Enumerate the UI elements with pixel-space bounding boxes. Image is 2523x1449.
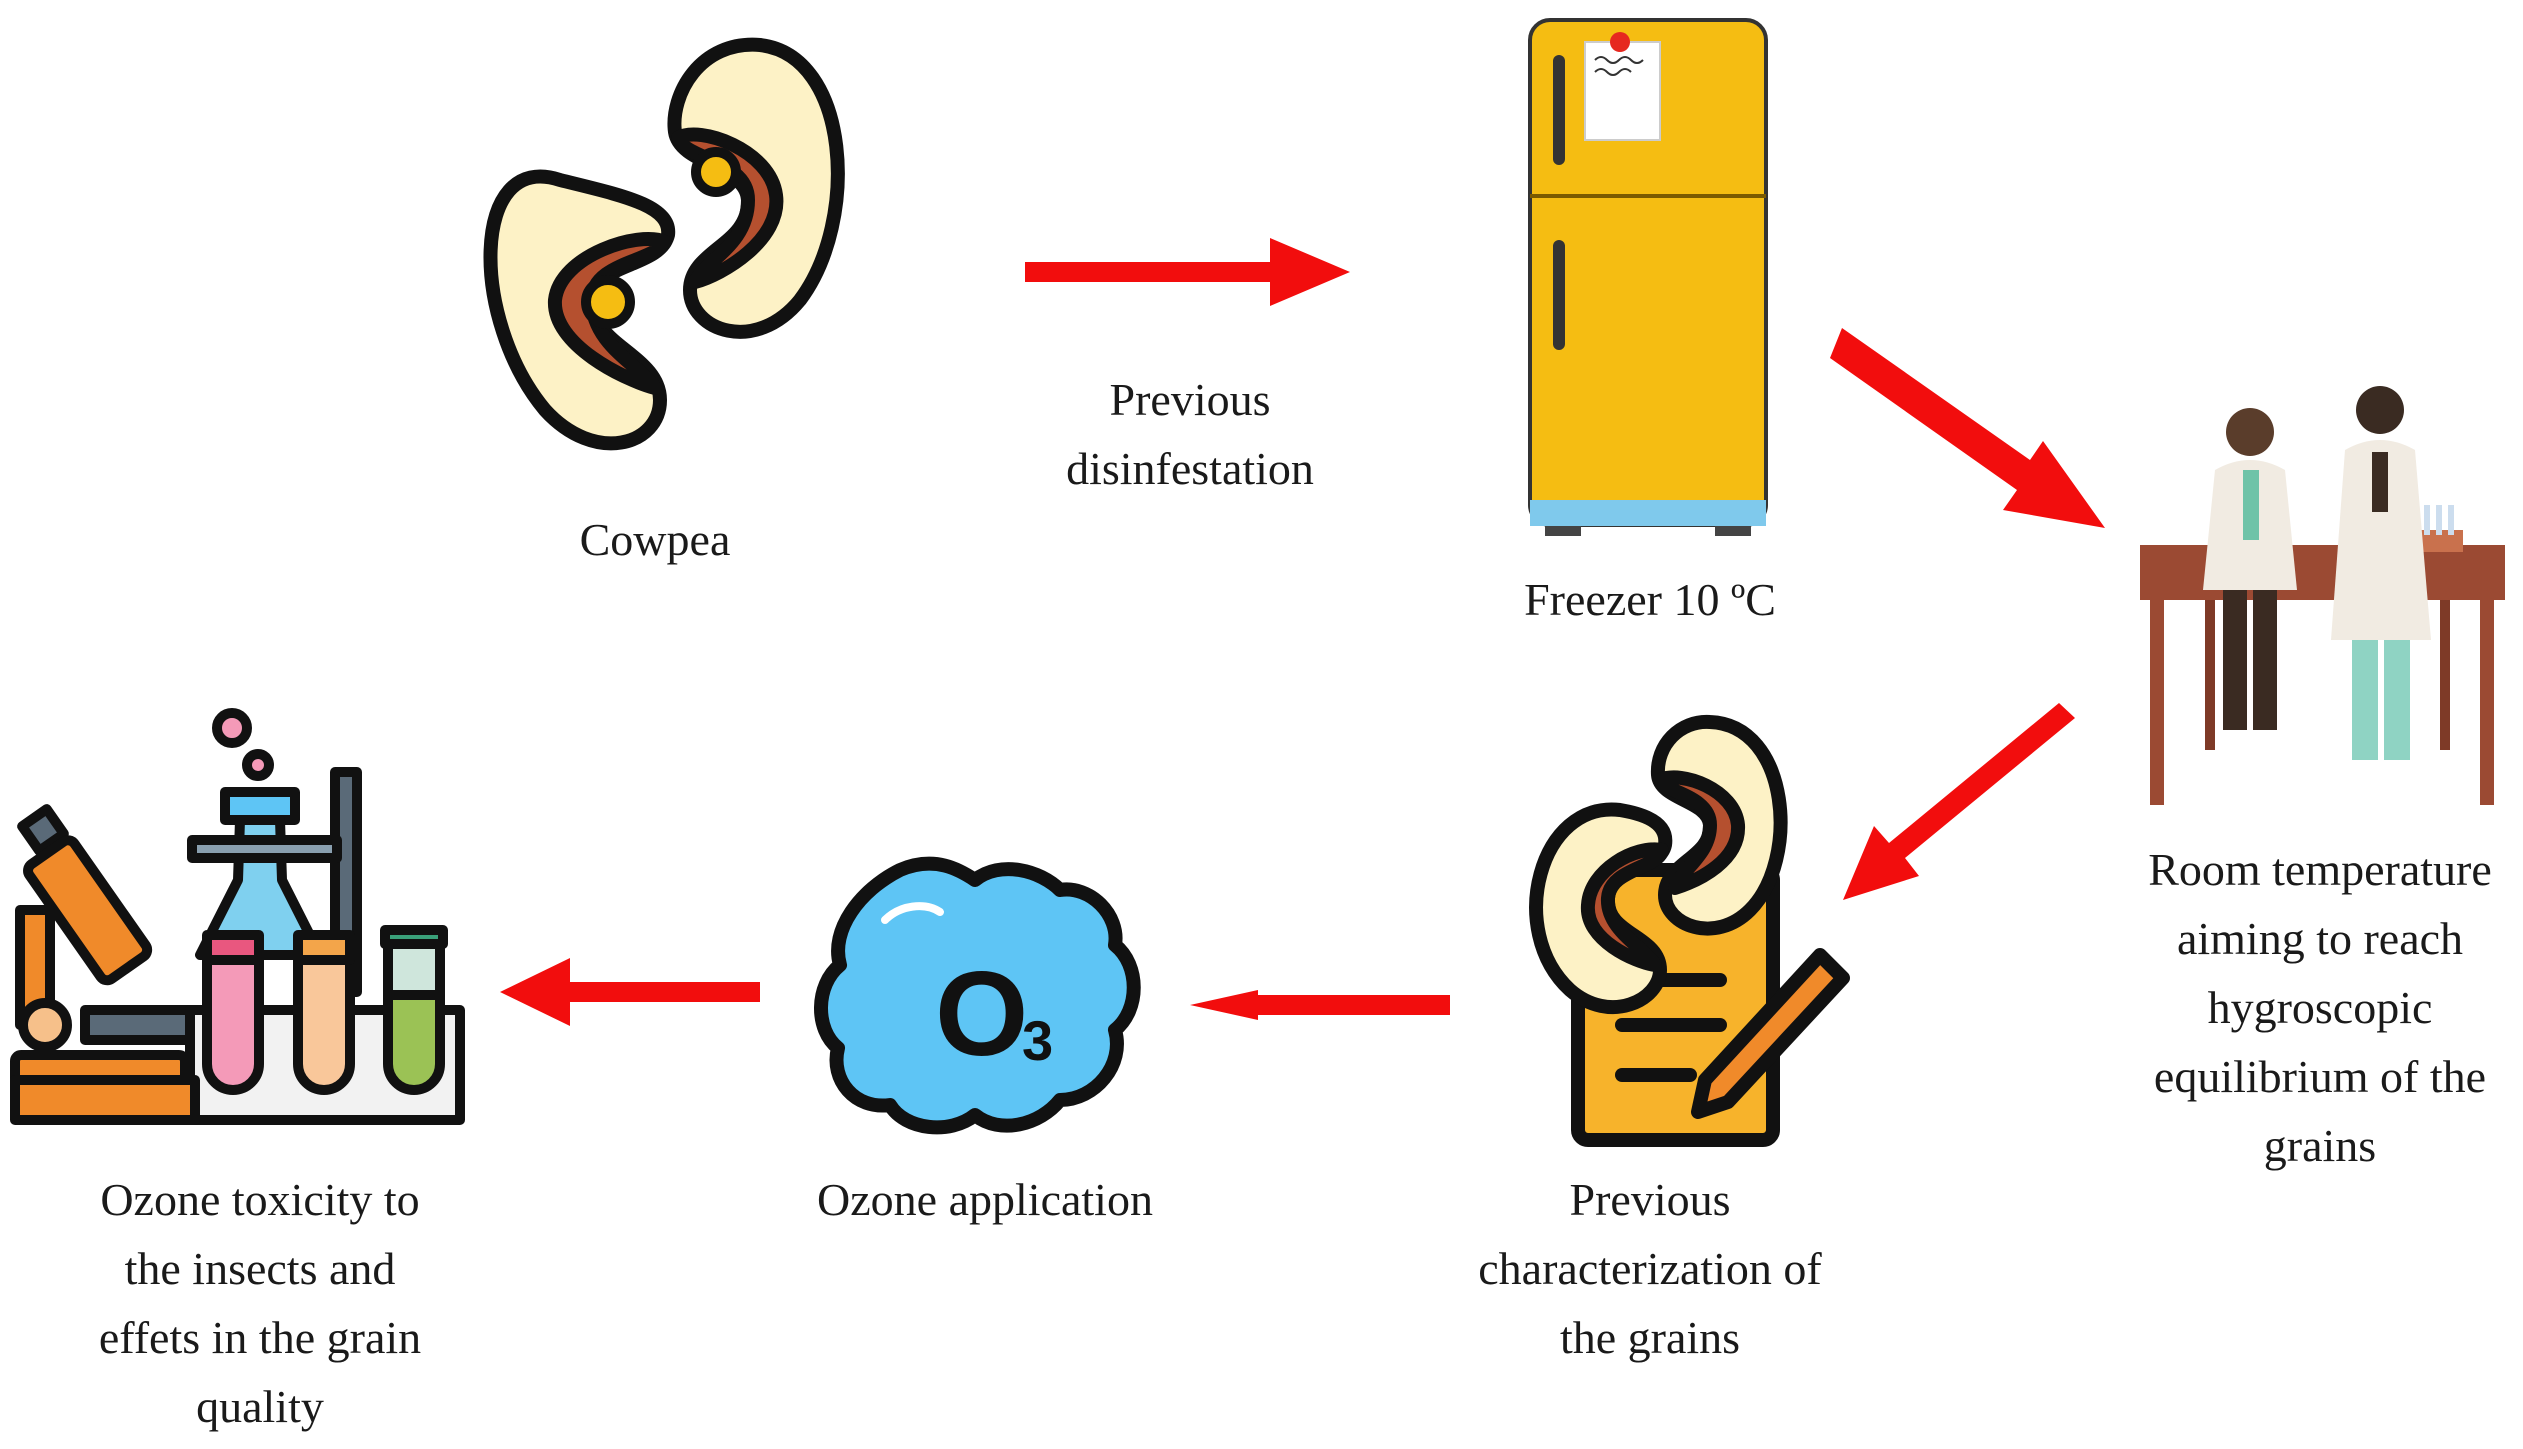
ozone-cloud-icon: O 3 [814, 856, 1141, 1135]
label-cowpea: Cowpea [579, 514, 731, 565]
label-previous-characterization: Previous characterization of the grains [1478, 1174, 1822, 1363]
arrows [500, 238, 2105, 1026]
o3-subscript: 3 [1022, 1009, 1053, 1072]
label-room-temperature: Room temperature aiming to reach hygrosc… [2148, 844, 2492, 1171]
scientists-at-table-icon [2140, 386, 2505, 805]
o3-symbol: O [935, 947, 1028, 1081]
cowpea-beans-icon [483, 37, 845, 451]
arrow-characterization-to-ozone [1190, 990, 1450, 1020]
label-freezer: Freezer 10 ºC [1524, 574, 1776, 625]
label-ozone-application: Ozone application [817, 1174, 1153, 1225]
label-previous-disinfestation: Previous disinfestation [1066, 374, 1314, 494]
clipboard-characterization-icon [1529, 714, 1850, 1147]
label-ozone-toxicity: Ozone toxicity to the insects and effets… [98, 1174, 422, 1432]
freezer-icon [1528, 18, 1768, 536]
arrow-cowpea-to-freezer [1025, 238, 1350, 306]
arrow-room-to-characterization [1843, 703, 2075, 900]
arrow-freezer-to-room [1830, 328, 2105, 528]
arrow-ozone-to-lab [500, 958, 760, 1026]
lab-equipment-icon [10, 708, 465, 1125]
